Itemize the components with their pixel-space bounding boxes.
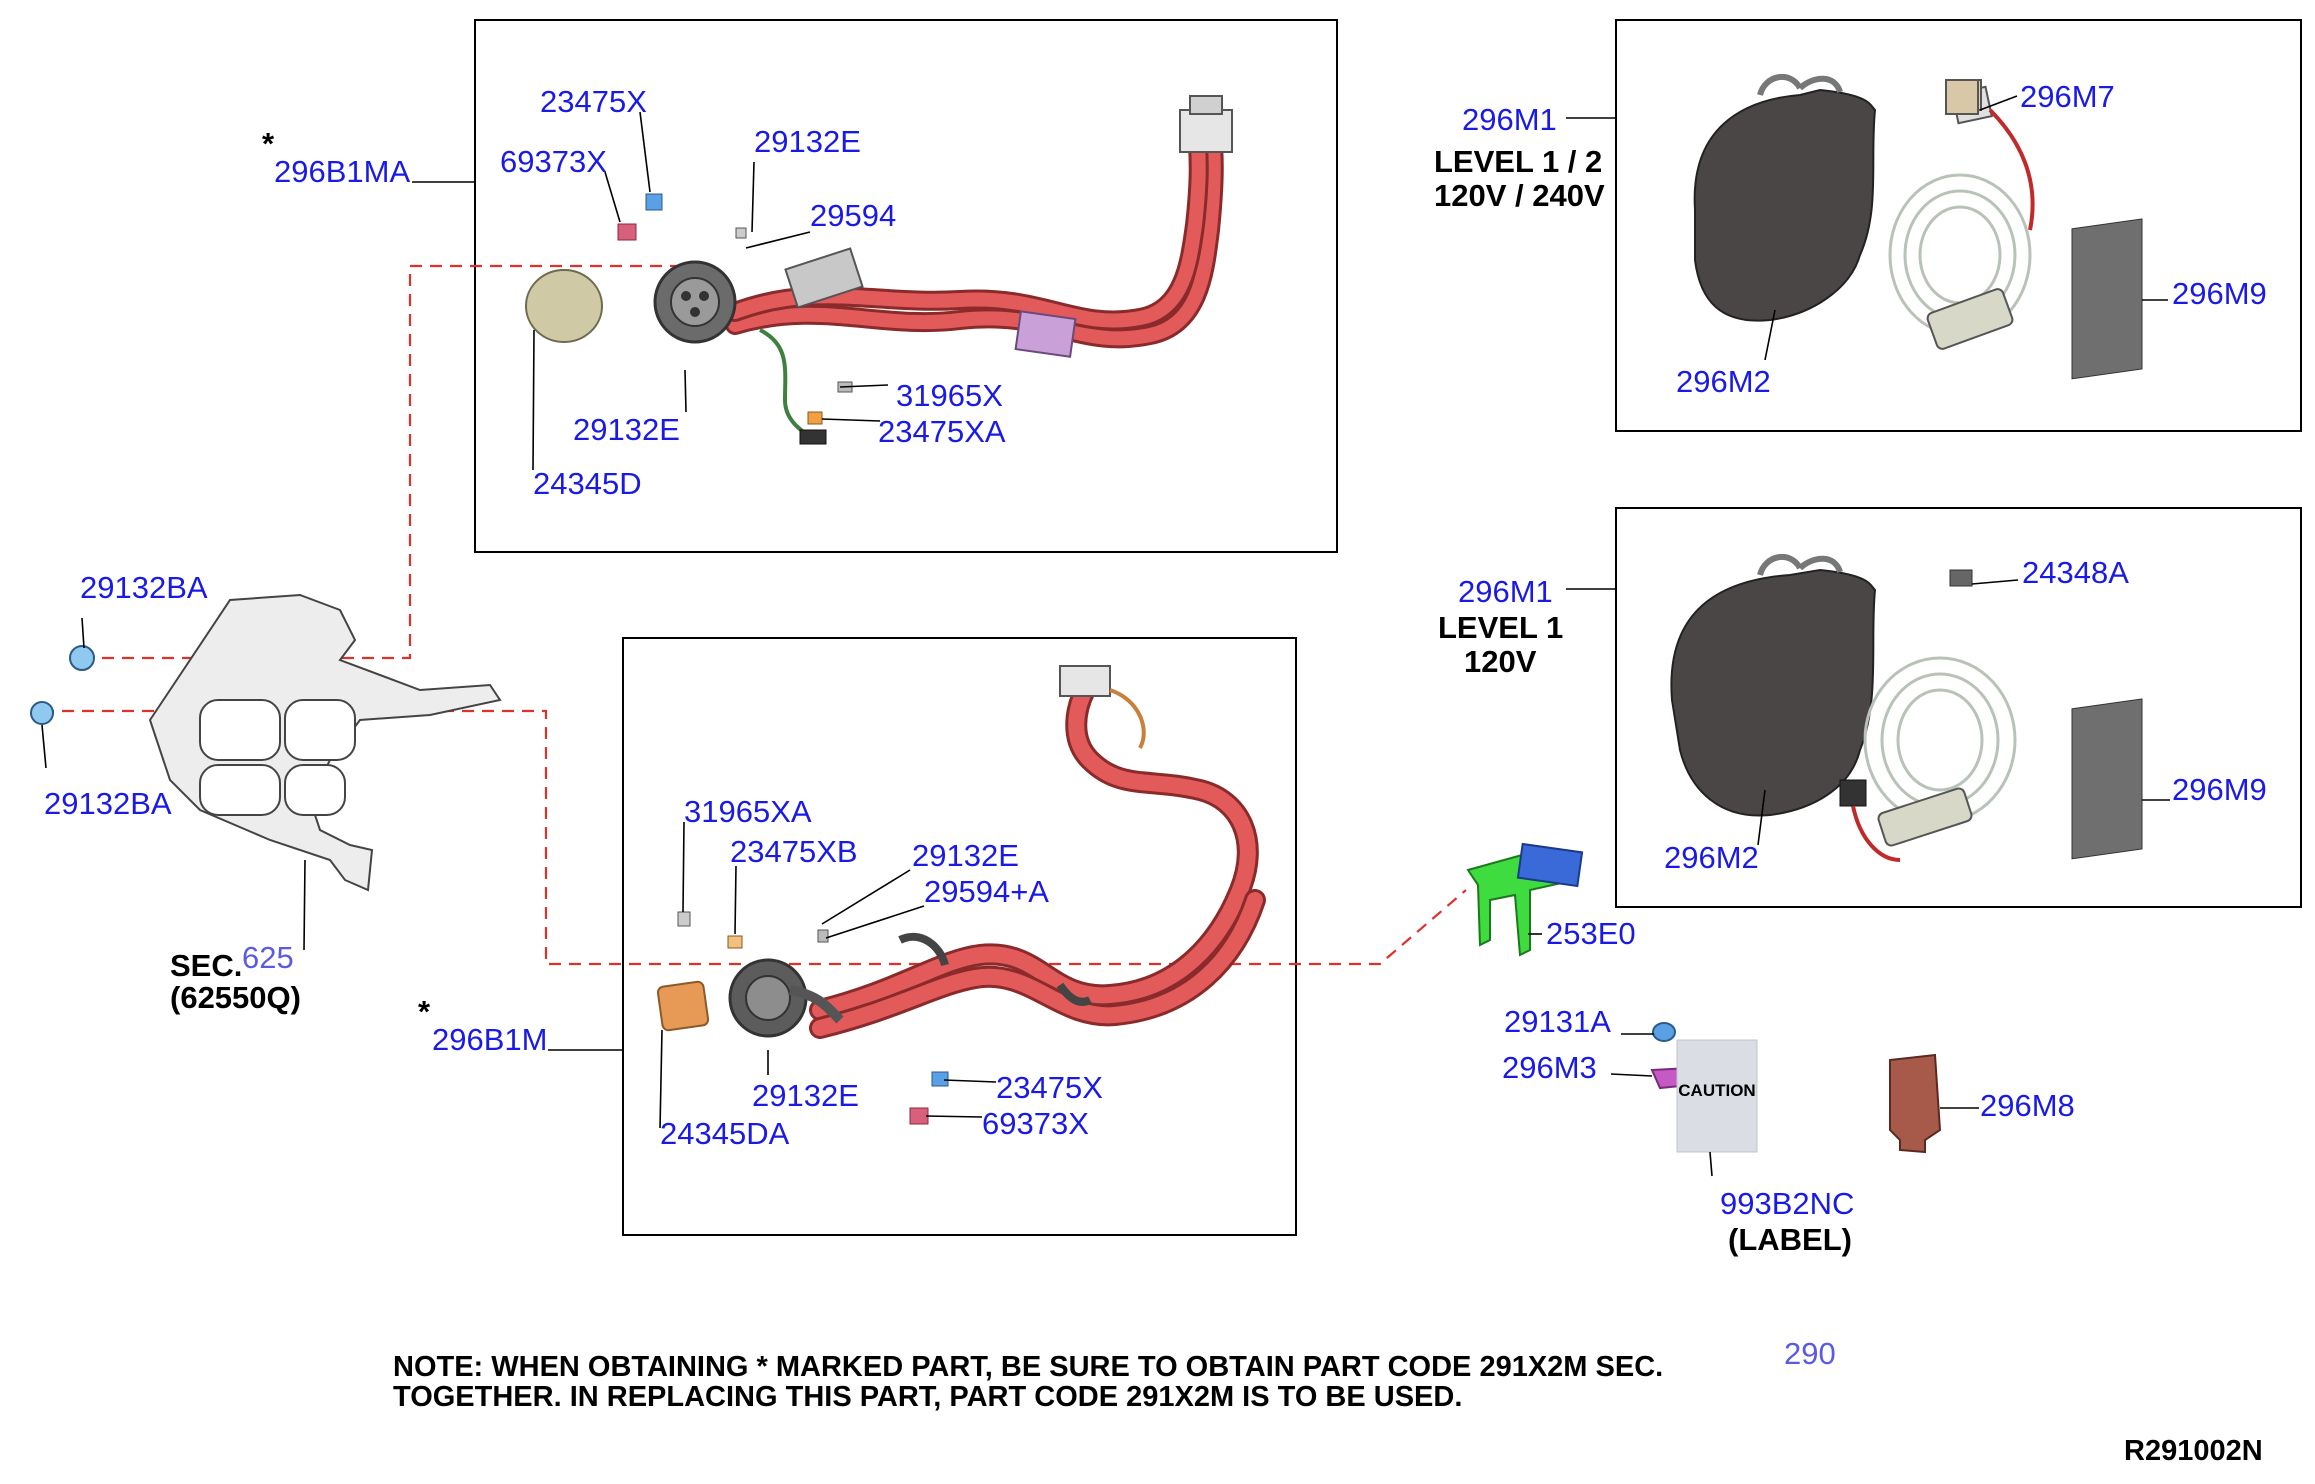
lower-harness-illustration [656,665,1266,1125]
callout-29132BA-top[interactable]: 29132BA [80,570,208,605]
level12-text: LEVEL 1 / 2 [1434,144,1602,179]
charger-level1-illustration [1670,553,2143,862]
callout-29132E-lower-b[interactable]: 29132E [752,1078,859,1113]
callout-296M1-level1[interactable]: 296M1 [1458,574,1553,609]
level1-text: LEVEL 1 [1438,610,1563,645]
callout-253E0[interactable]: 253E0 [1546,916,1636,951]
callout-29594A[interactable]: 29594+A [924,874,1049,909]
charger-level1-box [1615,507,2302,908]
upper-harness-illustration [525,95,1233,445]
callout-69373X-lower[interactable]: 69373X [982,1106,1089,1141]
leader-lines [41,95,2170,1177]
callout-69373X-upper[interactable]: 69373X [500,144,607,179]
note-line-1: NOTE: WHEN OBTAINING * MARKED PART, BE S… [393,1351,1663,1383]
callout-29132E-upper-b[interactable]: 29132E [573,412,680,447]
callout-296M9-level12[interactable]: 296M9 [2172,276,2267,311]
callout-31965X[interactable]: 31965X [896,378,1003,413]
callout-24345DA[interactable]: 24345DA [660,1116,790,1151]
asterisk-lower: * [418,994,431,1029]
charger-level12-illustration [1693,73,2143,380]
callout-296M2-level1[interactable]: 296M2 [1664,840,1759,875]
upper-harness-box [474,19,1338,553]
callout-23475XA[interactable]: 23475XA [878,414,1006,449]
level1-voltage: 120V [1464,644,1537,679]
diagram-id: R291002N [2124,1435,2263,1467]
callout-296M7[interactable]: 296M7 [2020,79,2115,114]
callout-23475X-lower[interactable]: 23475X [996,1070,1103,1105]
callout-296B1MA[interactable]: 296B1MA [274,154,410,189]
callout-296M1-level12[interactable]: 296M1 [1462,102,1557,137]
sec-prefix: SEC. [170,948,242,983]
caution-label-text: CAUTION [1678,1081,1755,1100]
callout-29132E-lower-a[interactable]: 29132E [912,838,1019,873]
dashed-link-lower [42,709,1467,966]
callout-296M9-level1[interactable]: 296M9 [2172,772,2267,807]
label-suffix: (LABEL) [1728,1222,1852,1257]
callout-296M2-level12[interactable]: 296M2 [1676,364,1771,399]
asterisk-upper: * [262,126,275,161]
callout-24345D[interactable]: 24345D [533,466,642,501]
callout-296M3[interactable]: 296M3 [1502,1050,1597,1085]
callout-29132BA-bottom[interactable]: 29132BA [44,786,172,821]
level12-voltage: 120V / 240V [1434,178,1605,213]
callout-29594[interactable]: 29594 [810,198,896,233]
loose-parts-illustration [1466,842,1942,1154]
charger-level12-box [1615,19,2302,432]
callout-24348A[interactable]: 24348A [2022,555,2129,590]
note-sec-290[interactable]: 290 [1784,1336,1836,1371]
callout-31965XA[interactable]: 31965XA [684,794,812,829]
sec-code-62550Q: (62550Q) [170,980,301,1015]
callout-sec-625[interactable]: 625 [242,940,294,975]
lower-harness-box [622,637,1297,1236]
callout-29131A[interactable]: 29131A [1504,1004,1611,1039]
callout-23475X-upper[interactable]: 23475X [540,84,647,119]
note-line-2: TOGETHER. IN REPLACING THIS PART, PART C… [393,1381,1462,1413]
mounting-bracket [30,593,502,892]
callout-29132E-upper-a[interactable]: 29132E [754,124,861,159]
callout-23475XB[interactable]: 23475XB [730,834,858,869]
callout-296B1M[interactable]: 296B1M [432,1022,547,1057]
callout-296M8[interactable]: 296M8 [1980,1088,2075,1123]
callout-993B2NC[interactable]: 993B2NC [1720,1186,1854,1221]
